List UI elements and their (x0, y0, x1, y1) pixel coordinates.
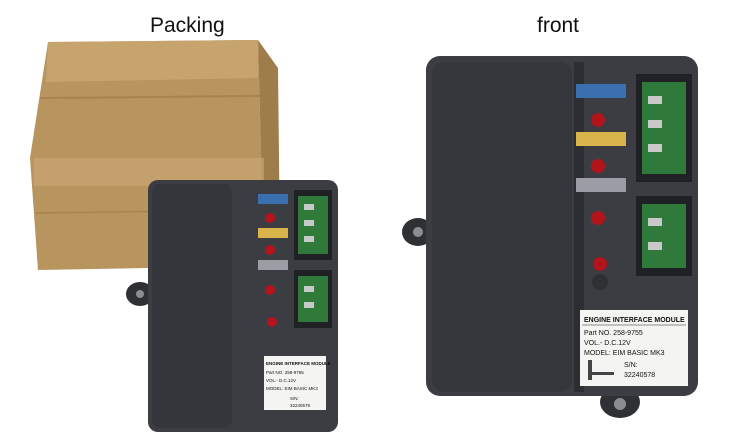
fuse-yellow-front (576, 132, 626, 146)
module-front: ENGINE INTERFACE MODULE Part NO. 258-975… (402, 56, 698, 418)
led-front-3 (591, 211, 605, 225)
fuse-yellow (258, 228, 288, 238)
label-sn-value: 32240578 (624, 372, 655, 379)
fuse-grey-front (576, 178, 626, 192)
label-sn-label: S/N: (624, 362, 638, 369)
module-left: ENGINE INTERFACE MODULE Part NO. 258-975… (126, 180, 338, 432)
label-vol: VOL.- D.C.12V (584, 340, 631, 347)
fuse-blue-front (576, 84, 626, 98)
front-photo: ENGINE INTERFACE MODULE Part NO. 258-975… (398, 42, 750, 445)
front-caption: front (537, 14, 580, 37)
svg-text:32240578: 32240578 (290, 403, 311, 408)
label-part-no: Part NO. 258-9755 (584, 330, 643, 337)
led-3 (265, 285, 275, 295)
led-front-2 (591, 159, 605, 173)
label-title: ENGINE INTERFACE MODULE (584, 317, 685, 324)
svg-text:ENGINE INTERFACE MODULE: ENGINE INTERFACE MODULE (266, 361, 331, 366)
module-label-small (264, 356, 326, 410)
led-2 (265, 245, 275, 255)
label-model: MODEL: EIM BASIC MK3 (584, 350, 665, 357)
led-1 (265, 213, 275, 223)
svg-text:Part NO. 258-9755: Part NO. 258-9755 (266, 370, 304, 375)
svg-text:MODEL: EIM BASIC MK3: MODEL: EIM BASIC MK3 (266, 386, 318, 391)
led-front-4 (593, 257, 607, 271)
svg-text:VOL.- D.C.12V: VOL.- D.C.12V (266, 378, 296, 383)
wrench-icon (588, 360, 614, 380)
fuse-blue (258, 194, 288, 204)
svg-text:S/N:: S/N: (290, 396, 299, 401)
led-front-1 (591, 113, 605, 127)
packing-photo: ENGINE INTERFACE MODULE Part NO. 258-975… (0, 38, 360, 445)
packing-caption: Packing (150, 14, 225, 37)
fuse-grey (258, 260, 288, 270)
led-4 (267, 317, 277, 327)
